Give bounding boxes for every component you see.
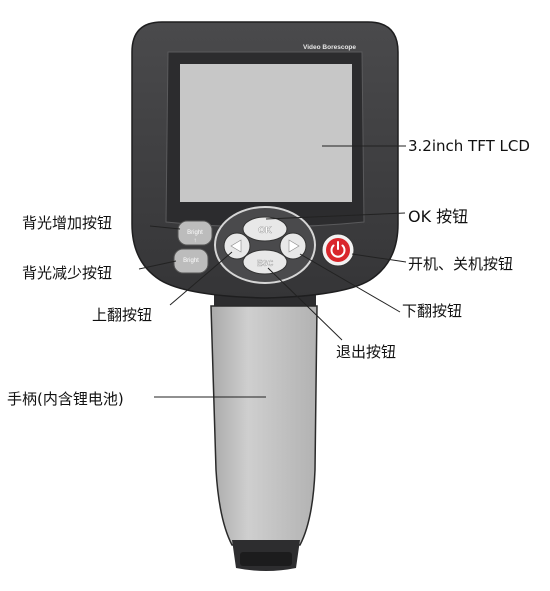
bright-up-button[interactable]: [177, 220, 213, 246]
leader-bright-up: [149, 225, 181, 230]
esc-button[interactable]: [242, 249, 288, 275]
lcd-screen: [180, 64, 352, 202]
left-arrow-icon: [230, 239, 242, 253]
handle-cap-slot: [240, 552, 292, 566]
leader-power: [351, 253, 407, 263]
leader-page-down: [299, 253, 401, 313]
leader-ok: [265, 212, 406, 220]
callout-ok-button: OK 按钮: [408, 207, 469, 226]
esc-label: ESC: [257, 259, 274, 268]
handle: [210, 292, 318, 571]
power-button[interactable]: [321, 233, 355, 267]
nav-cluster: OK ESC: [214, 206, 316, 284]
bright-up-label: Bright: [187, 230, 203, 236]
callout-bright-down: 背光减少按钮: [22, 264, 113, 282]
callout-bright-up: 背光增加按钮: [22, 214, 113, 232]
bright-down-label: Bright: [183, 258, 199, 264]
callout-page-up: 上翻按钮: [92, 306, 153, 324]
leader-lines: [138, 145, 407, 398]
brand-label: Video Borescope: [303, 44, 356, 51]
callout-lcd: 3.2inch TFT LCD: [408, 137, 530, 155]
callout-page-down: 下翻按钮: [402, 302, 463, 320]
leader-bright-down: [138, 260, 177, 270]
right-arrow-icon: [288, 239, 300, 253]
nav-ring: [214, 206, 316, 284]
brightness-buttons: Bright ↑ Bright: [173, 220, 213, 274]
leader-esc: [267, 267, 343, 341]
ok-button[interactable]: [242, 216, 288, 242]
ok-label: OK: [258, 225, 272, 235]
leader-page-up: [169, 251, 233, 306]
callout-handle: 手柄(内含锂电池): [7, 390, 124, 408]
callout-power-button: 开机、关机按钮: [408, 255, 514, 273]
handle-grip: [210, 305, 318, 546]
power-icon: [330, 241, 346, 258]
brightness-up-icon: ↑: [194, 238, 197, 244]
callout-esc-button: 退出按钮: [336, 343, 397, 361]
